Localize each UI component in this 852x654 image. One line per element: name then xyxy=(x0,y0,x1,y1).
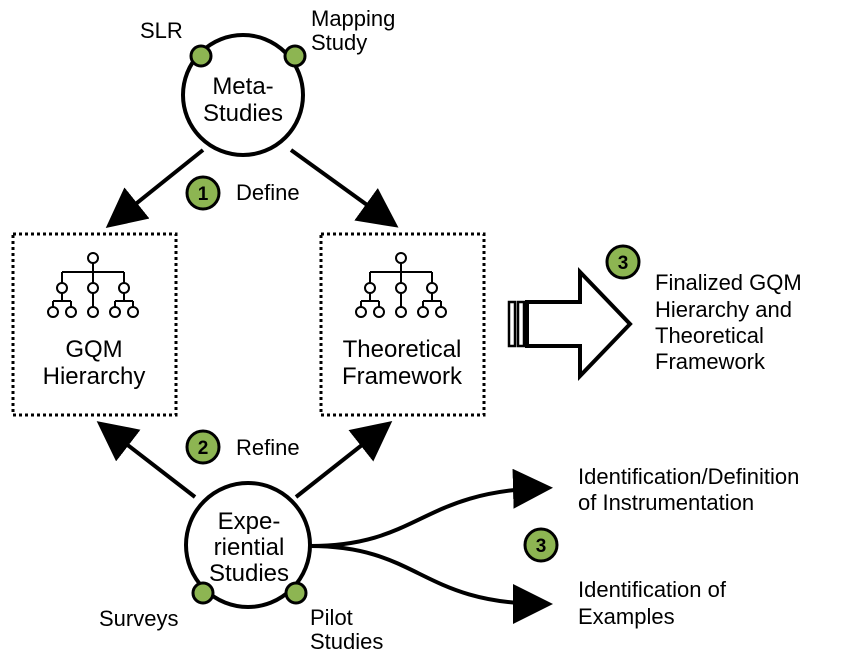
gqm-label-line2: Hierarchy xyxy=(43,363,146,390)
step-3-identify-badge: 3 xyxy=(523,527,559,563)
instrumentation-label-line1: Identification/Definition xyxy=(578,464,799,489)
pilot-studies-label-line1: Pilot xyxy=(310,605,353,630)
examples-label-line2: Examples xyxy=(578,604,675,629)
step-1-number: 1 xyxy=(198,184,209,205)
examples-label-line1: Identification of xyxy=(578,577,727,602)
instrumentation-arrow xyxy=(309,468,553,548)
refine-arrow-gqm xyxy=(96,421,197,499)
step-3-finalize-badge: 3 xyxy=(605,244,641,280)
pilot-studies-input-dot xyxy=(284,581,308,605)
gqm-hierarchy-box: GQM Hierarchy xyxy=(11,232,178,417)
pilot-studies-label-line2: Studies xyxy=(310,629,383,654)
surveys-input-dot xyxy=(191,581,215,605)
meta-studies-node: Meta- Studies xyxy=(181,33,307,157)
step-3-finalize-number: 3 xyxy=(618,253,629,274)
experiential-label-line3: Studies xyxy=(209,560,289,587)
define-arrow-gqm xyxy=(105,148,205,229)
theory-label-line1: Theoretical xyxy=(343,336,462,363)
final-output-line4: Framework xyxy=(655,349,766,374)
refine-arrow-theory xyxy=(294,421,393,499)
theory-label-line2: Framework xyxy=(342,363,463,390)
define-arrow-theory xyxy=(289,148,399,228)
examples-arrow xyxy=(309,544,553,624)
step-2-badge: 2 xyxy=(185,429,221,465)
final-output-line3: Theoretical xyxy=(655,323,764,348)
meta-studies-circle xyxy=(181,33,305,157)
final-output-line2: Hierarchy and xyxy=(655,297,792,322)
experiential-studies-node: Expe- riential Studies xyxy=(184,481,312,609)
experiential-label-line1: Expe- xyxy=(218,508,281,535)
meta-studies-label-line2: Studies xyxy=(203,100,283,127)
step-3-identify-number: 3 xyxy=(536,536,547,557)
slr-label: SLR xyxy=(140,18,183,43)
surveys-label: Surveys xyxy=(99,606,178,631)
mapping-study-label-line1: Mapping xyxy=(311,6,395,31)
mapping-study-input-dot xyxy=(283,44,307,68)
final-output-line1: Finalized GQM xyxy=(655,270,802,295)
step-2-number: 2 xyxy=(198,438,209,459)
step-1-badge: 1 xyxy=(185,175,221,211)
slr-input-dot xyxy=(189,44,213,68)
meta-studies-label-line1: Meta- xyxy=(212,73,273,100)
theoretical-framework-box: Theoretical Framework xyxy=(319,232,486,417)
instrumentation-label-line2: of Instrumentation xyxy=(578,490,754,515)
finalize-big-arrow xyxy=(507,267,633,381)
refine-label: Refine xyxy=(236,435,300,460)
define-label: Define xyxy=(236,180,300,205)
mapping-study-label-line2: Study xyxy=(311,30,367,55)
experiential-label-line2: riential xyxy=(214,534,285,561)
gqm-label-line1: GQM xyxy=(65,336,122,363)
